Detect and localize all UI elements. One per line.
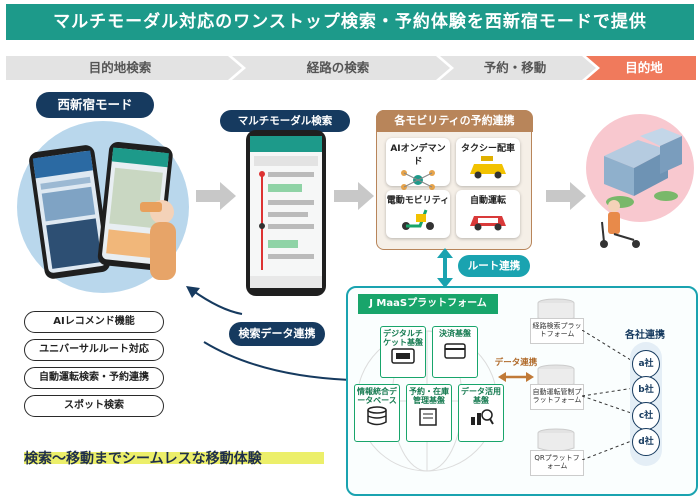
- arrow-right-icon: [334, 182, 374, 210]
- card-ai-on-demand: AIオンデマンド: [386, 138, 450, 190]
- west-shinjuku-phones-illustration: [17, 121, 189, 293]
- ticket-icon: [391, 348, 415, 365]
- company-a-badge: a社: [632, 350, 660, 378]
- module-integrated-database: 情報統合データベース: [354, 384, 400, 442]
- route-link-label: ルート連携: [458, 255, 530, 277]
- company-c-badge: c社: [632, 402, 660, 430]
- inventory-icon: [419, 408, 437, 427]
- feature-autonomous-reservation: 自動運転検索・予約連携: [24, 367, 164, 389]
- ai-network-icon: [401, 170, 435, 190]
- company-d-badge: d社: [632, 428, 660, 456]
- sub-platform-route-search: 経路検索プラットフォーム: [530, 318, 584, 344]
- tagline-highlight: [24, 452, 324, 464]
- cylinder-icon: [537, 428, 575, 452]
- data-link-label: データ連携: [494, 358, 538, 368]
- autonomous-car-icon: [470, 216, 506, 231]
- module-reservation-inventory: 予約・在庫管理基盤: [406, 384, 452, 442]
- module-payment-label: 決済基盤: [439, 329, 471, 338]
- card-taxi-label: タクシー配車: [460, 144, 515, 154]
- feature-ai-recommend: AIレコメンド機能: [24, 311, 164, 333]
- j-maas-platform-label: J MaaSプラットフォーム: [358, 294, 498, 314]
- analytics-icon: [471, 409, 494, 426]
- page-title: マルチモーダル対応のワンストップ検索・予約体験を西新宿モードで提供: [6, 4, 694, 40]
- sub-platform-autonomous-control: 自動運転管制プラットフォーム: [530, 384, 584, 410]
- taxi-icon: [470, 156, 506, 179]
- database-icon: [367, 406, 387, 426]
- arrow-right-icon: [546, 182, 586, 210]
- step-route-search: 経路の検索: [306, 60, 370, 75]
- sub-platform-autonomous-control-label: 自動運転管制プラットフォーム: [532, 388, 582, 405]
- tagline: 検索〜移動までシームレスな移動体験: [24, 451, 262, 467]
- step-destination: 目的地: [625, 60, 663, 75]
- module-payment: 決済基盤: [432, 326, 478, 378]
- module-integrated-database-label: 情報統合データベース: [357, 387, 397, 406]
- step-destination-search: 目的地検索: [88, 60, 152, 75]
- company-b-badge: b社: [632, 376, 660, 404]
- card-taxi: タクシー配車: [456, 138, 520, 186]
- search-data-link-label: 検索データ連携: [229, 322, 325, 346]
- company-connectors: [582, 330, 635, 460]
- step-reserve-move: 予約・移動: [483, 60, 547, 75]
- card-autonomous-driving-label: 自動運転: [469, 196, 506, 206]
- arrow-right-icon: [196, 182, 236, 210]
- module-data-utilization-label: データ活用基盤: [461, 387, 501, 406]
- cylinder-icon: [537, 298, 575, 322]
- cylinder-icon: [537, 364, 575, 388]
- sub-platform-qr: QRプラットフォーム: [530, 450, 584, 476]
- multimodal-search-label: マルチモーダル検索: [220, 110, 350, 132]
- payment-icon: [444, 343, 466, 359]
- card-ai-on-demand-label: AIオンデマンド: [390, 144, 446, 167]
- route-search-phone: [246, 130, 326, 296]
- electric-scooter-icon: [402, 209, 434, 230]
- arrow-up-left-icon: [186, 286, 243, 315]
- bidirectional-arrow-icon: [437, 248, 453, 288]
- card-autonomous-driving: 自動運転: [456, 190, 520, 238]
- feature-spot-search: スポット検索: [24, 395, 164, 417]
- reservation-panel-title: 各モビリティの予約連携: [376, 110, 533, 132]
- companies-label: 各社連携: [625, 330, 665, 341]
- module-data-utilization: データ活用基盤: [458, 384, 504, 442]
- module-digital-ticket: デジタルチケット基盤: [380, 326, 426, 378]
- west-shinjuku-mode-label: 西新宿モード: [36, 92, 154, 118]
- card-electric-mobility: 電動モビリティ: [386, 190, 450, 238]
- card-electric-mobility-label: 電動モビリティ: [386, 196, 450, 206]
- sub-platform-qr-label: QRプラットフォーム: [534, 454, 580, 471]
- data-link-curve: [203, 341, 351, 381]
- bidirectional-horizontal-arrow-icon: [498, 372, 534, 382]
- feature-universal-route: ユニバーサルルート対応: [24, 339, 164, 361]
- destination-illustration: [586, 114, 694, 248]
- module-reservation-inventory-label: 予約・在庫管理基盤: [409, 387, 449, 406]
- sub-platform-route-search-label: 経路検索プラットフォーム: [532, 322, 582, 339]
- module-digital-ticket-label: デジタルチケット基盤: [383, 329, 423, 348]
- step-chevrons: [6, 56, 696, 80]
